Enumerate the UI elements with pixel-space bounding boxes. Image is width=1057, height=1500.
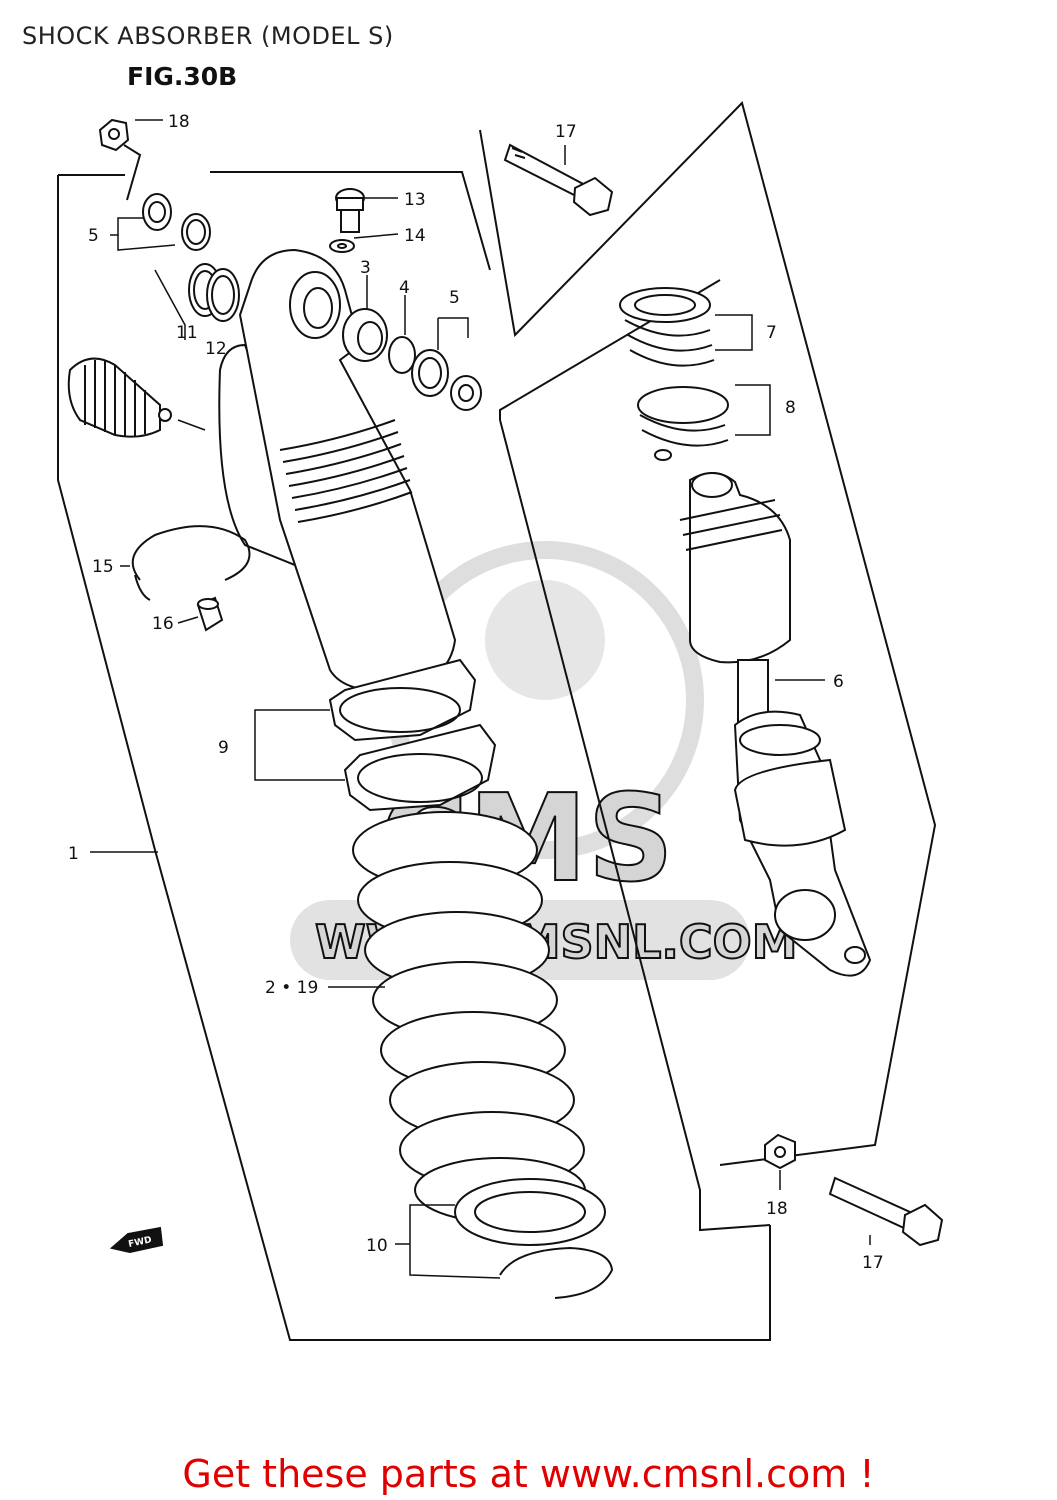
shock-body — [238, 248, 457, 692]
circlip-15 — [131, 525, 251, 601]
nut-18-top — [98, 118, 142, 201]
fwd-label: FWD — [128, 1235, 153, 1250]
callout-1: 1 — [68, 844, 79, 864]
callout-7: 7 — [766, 323, 777, 343]
adjuster-nut-9 — [328, 658, 497, 812]
page-title: SHOCK ABSORBER (MODEL S) — [22, 22, 394, 50]
callout-13: 13 — [404, 190, 426, 210]
callout-8: 8 — [785, 398, 796, 418]
cap-16 — [196, 596, 224, 632]
fwd-arrow-icon: FWD — [109, 1226, 164, 1254]
o-ring-12 — [206, 268, 240, 322]
nut-18-bottom — [764, 1133, 796, 1170]
callout-6: 6 — [833, 672, 844, 692]
callout-5-left: 5 — [88, 226, 99, 246]
bolt-13 — [335, 188, 365, 233]
bolt-17-bottom — [828, 1176, 944, 1247]
main-assembly-frame — [57, 171, 771, 1341]
callout-12: 12 — [205, 339, 227, 359]
callout-14: 14 — [404, 226, 426, 246]
callout-15: 15 — [92, 557, 114, 577]
callout-17-bottom: 17 — [862, 1253, 884, 1273]
callout-9: 9 — [218, 738, 229, 758]
figure-label: FIG.30B — [127, 62, 238, 91]
callout-3: 3 — [360, 258, 371, 278]
parts-diagram: CMS WWW.CMSNL.COM — [57, 101, 944, 1341]
bump-boot — [67, 357, 172, 438]
snap-ring-4 — [388, 336, 416, 374]
promo-link[interactable]: Get these parts at www.cmsnl.com ! — [182, 1452, 875, 1496]
bushing-3 — [342, 308, 388, 362]
bolt-17-top — [503, 143, 614, 217]
callout-5-right: 5 — [449, 288, 460, 308]
callout-4: 4 — [399, 278, 410, 298]
damper-rod-6 — [679, 472, 872, 977]
callout-18-bottom: 18 — [766, 1199, 788, 1219]
callout-10: 10 — [366, 1236, 388, 1256]
callout-16: 16 — [152, 614, 174, 634]
callout-18-top: 18 — [168, 112, 190, 132]
washer-14 — [329, 239, 355, 253]
damper-subframe — [479, 101, 937, 1166]
callout-17-top: 17 — [555, 122, 577, 142]
seal-5-right — [411, 349, 482, 411]
leader-lines — [90, 119, 871, 1279]
bushing-5-left — [142, 193, 211, 251]
bump-stop-7 — [619, 287, 715, 367]
callout-11: 11 — [176, 323, 198, 343]
callout-2-19: 2 • 19 — [265, 978, 318, 998]
spring-seat-10 — [454, 1178, 614, 1299]
stopper-8 — [637, 386, 729, 461]
